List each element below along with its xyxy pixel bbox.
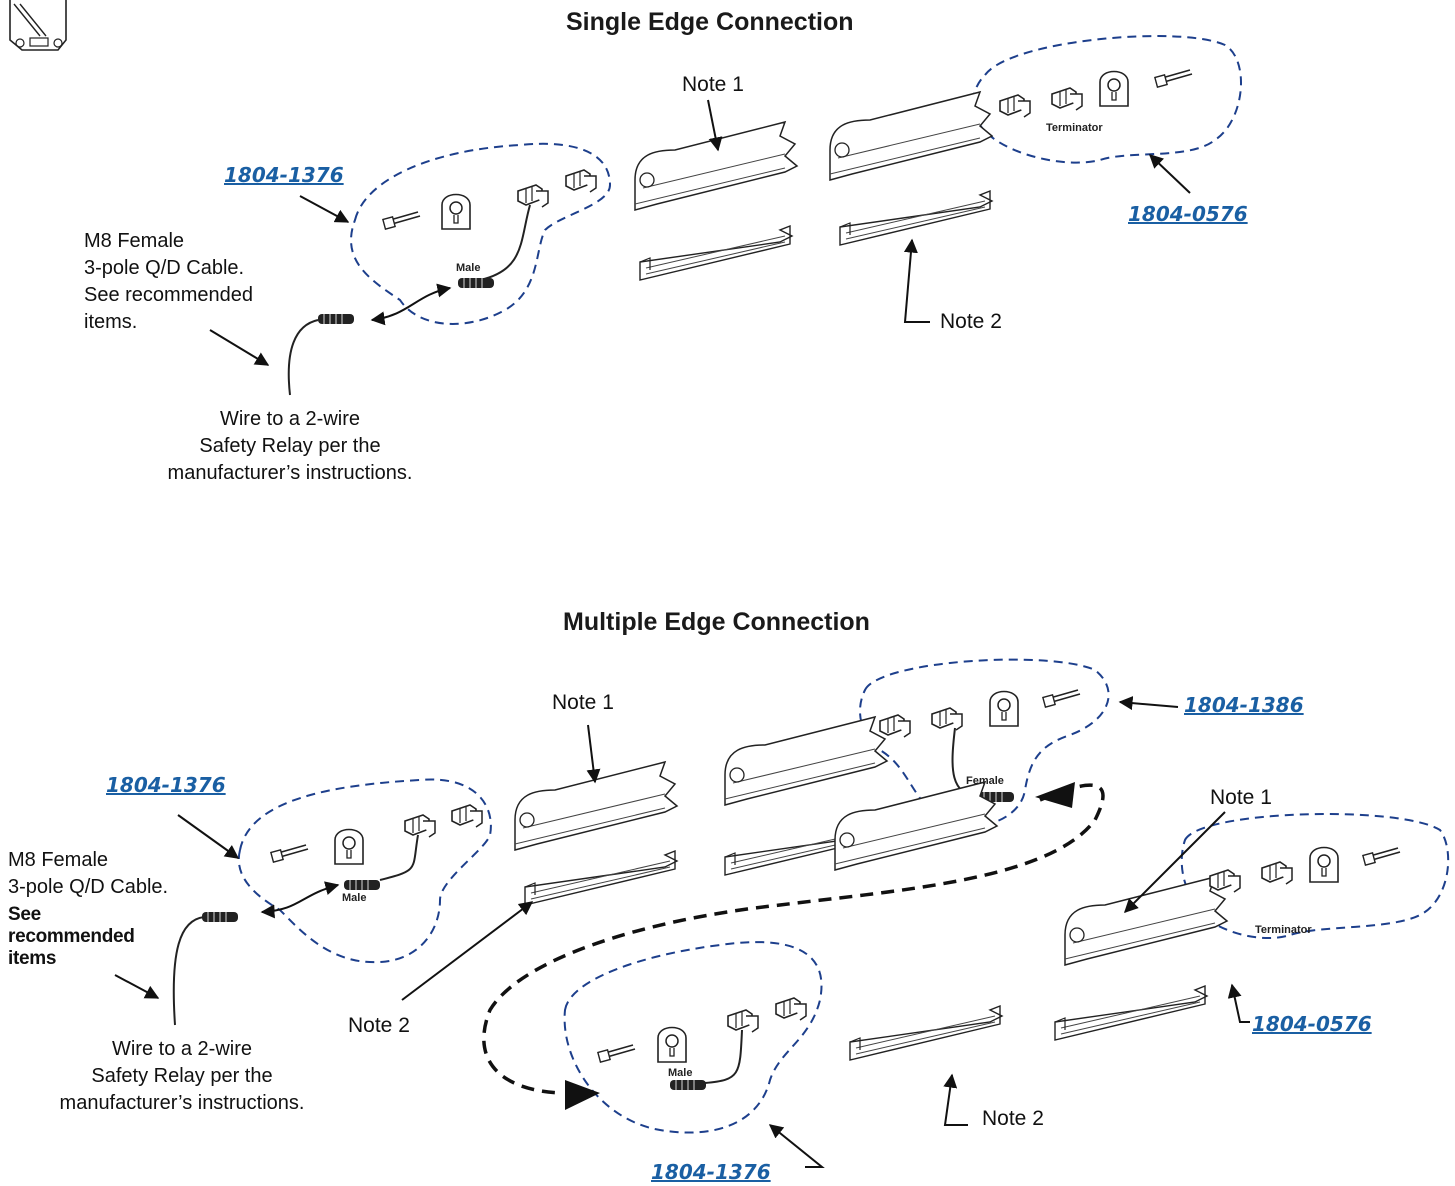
terminator-label: Terminator xyxy=(1046,122,1103,134)
corner-profile-icon xyxy=(9,0,67,51)
cable-jack-icon xyxy=(343,879,381,891)
end-cap-icon xyxy=(270,844,309,863)
end-cap-icon xyxy=(1042,689,1081,708)
aluminum-channel-icon xyxy=(639,225,793,281)
cable-line: items. xyxy=(84,311,138,333)
connector-plug-icon xyxy=(451,804,483,828)
end-cap-icon xyxy=(1309,846,1339,883)
wire-line: Safety Relay per the xyxy=(91,1065,273,1087)
connector-plug-icon xyxy=(1261,861,1293,885)
multiple-section-title: Multiple Edge Connection xyxy=(563,608,870,636)
multi-cable-recommended: See recommended items xyxy=(8,904,135,970)
cable-line: M8 Female xyxy=(84,230,185,252)
wire-line: manufacturer’s instructions. xyxy=(59,1092,305,1114)
cable-line: 3-pole Q/D Cable. xyxy=(8,876,169,898)
multi-note2-left-label: Note 2 xyxy=(348,1014,410,1037)
end-cap-icon xyxy=(334,828,364,865)
end-cap-icon xyxy=(1099,70,1129,107)
aluminum-channel-icon xyxy=(1054,985,1208,1041)
connector-plug-icon xyxy=(931,707,963,731)
male-connector-label: Male xyxy=(342,892,367,904)
connector-plug-icon xyxy=(1051,87,1083,111)
part-number-link-1804-1376[interactable]: 1804-1376 xyxy=(106,773,226,797)
cable-jack-icon xyxy=(317,313,355,325)
multi-note1-right-label: Note 1 xyxy=(1210,786,1272,809)
part-number-link-1804-1376[interactable]: 1804-1376 xyxy=(651,1160,771,1184)
connector-plug-icon xyxy=(565,169,597,193)
end-cap-icon xyxy=(382,211,421,230)
cable-line: M8 Female xyxy=(8,849,109,871)
cable-line: See recommended xyxy=(84,284,253,306)
wire-line: Wire to a 2-wire xyxy=(111,1038,253,1060)
single-note1-label: Note 1 xyxy=(682,73,744,96)
multi-note2-right-label: Note 2 xyxy=(982,1107,1044,1130)
part-number-link-1804-0576[interactable]: 1804-0576 xyxy=(1252,1012,1372,1036)
wire-line: Safety Relay per the xyxy=(199,435,381,457)
part-number-link-1804-1376[interactable]: 1804-1376 xyxy=(224,163,344,187)
multi-cable-description: M8 Female 3-pole Q/D Cable. xyxy=(8,847,168,901)
recommended-line: See xyxy=(8,904,41,925)
aluminum-channel-icon xyxy=(839,190,993,246)
connector-plug-icon xyxy=(1209,869,1241,893)
recommended-line: recommended xyxy=(8,926,135,947)
wire-line: manufacturer’s instructions. xyxy=(167,462,413,484)
connector-plug-icon xyxy=(999,94,1031,118)
wire-line: Wire to a 2-wire xyxy=(219,408,361,430)
rubber-edge-profile-icon xyxy=(724,716,888,806)
male-connector-label: Male xyxy=(668,1067,693,1079)
cable-line: 3-pole Q/D Cable. xyxy=(84,257,245,279)
male-connector-label: Male xyxy=(456,262,481,274)
dashed-group-bottom xyxy=(563,941,823,1134)
single-section-title: Single Edge Connection xyxy=(566,8,854,36)
cable-jack-icon xyxy=(669,1079,707,1091)
end-cap-icon xyxy=(657,1026,687,1063)
end-cap-icon xyxy=(441,193,471,230)
rubber-edge-profile-icon xyxy=(514,761,678,851)
part-number-link-1804-0576[interactable]: 1804-0576 xyxy=(1128,202,1248,226)
single-note2-label: Note 2 xyxy=(940,310,1002,333)
female-connector-label: Female xyxy=(966,775,1004,787)
end-cap-icon xyxy=(1154,69,1193,88)
connector-plug-icon xyxy=(727,1009,759,1033)
connector-plug-icon xyxy=(879,714,911,738)
end-cap-icon xyxy=(989,690,1019,727)
connector-plug-icon xyxy=(775,997,807,1021)
cable-jack-icon xyxy=(457,277,495,289)
part-number-link-1804-1386[interactable]: 1804-1386 xyxy=(1184,693,1304,717)
connector-plug-icon xyxy=(517,184,549,208)
multi-wire-instructions: Wire to a 2-wire Safety Relay per the ma… xyxy=(32,1036,332,1117)
cable-jack-icon xyxy=(201,911,239,923)
aluminum-channel-icon xyxy=(524,850,678,906)
end-cap-icon xyxy=(597,1044,636,1063)
recommended-line: items xyxy=(8,948,57,969)
connector-plug-icon xyxy=(404,814,436,838)
terminator-label: Terminator xyxy=(1255,924,1312,936)
rubber-edge-profile-icon xyxy=(834,781,998,871)
interconnect-cable-upper xyxy=(482,783,1105,1095)
dashed-group-female xyxy=(859,658,1110,827)
end-cap-icon xyxy=(1362,847,1401,866)
cable-description: M8 Female 3-pole Q/D Cable. See recommen… xyxy=(84,228,253,336)
wire-instructions: Wire to a 2-wire Safety Relay per the ma… xyxy=(140,406,440,487)
aluminum-channel-icon xyxy=(849,1005,1003,1061)
multi-note1-left-label: Note 1 xyxy=(552,691,614,714)
rubber-edge-profile-icon xyxy=(829,91,993,181)
dashed-group-left xyxy=(350,142,612,325)
dashed-group-left-multi xyxy=(237,778,492,964)
